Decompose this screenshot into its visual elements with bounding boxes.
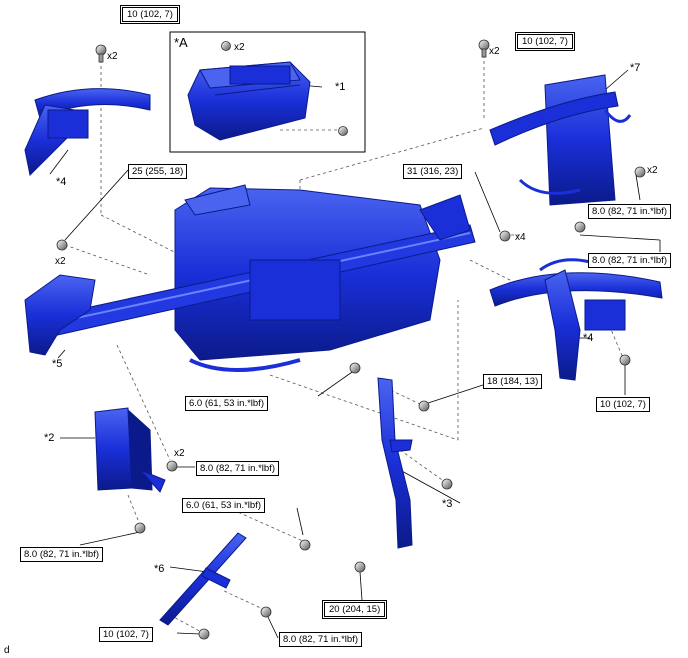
callout-2: *2: [44, 432, 55, 444]
nut-icon: [349, 362, 361, 374]
part-4-right: [489, 258, 663, 381]
torque-spec-top-right: 10 (102, 7): [515, 32, 575, 51]
quantity-middle: x2: [174, 448, 185, 459]
inset-duct-part: [187, 61, 311, 141]
inset-frame: [169, 31, 366, 153]
nut-icon: [299, 539, 311, 551]
torque-spec-10-bottom: 10 (102, 7): [99, 627, 153, 642]
callout-1: *1: [335, 81, 346, 93]
quantity-top-right: x2: [489, 46, 500, 57]
nut-icon: [56, 239, 68, 251]
bolt-icon: [260, 606, 272, 618]
torque-spec-8-middle: 8.0 (82, 71 in.*lbf): [196, 461, 279, 476]
torque-spec-20: 20 (204, 15): [322, 600, 388, 619]
part-2-module: [94, 407, 166, 493]
quantity-left: x2: [55, 256, 66, 267]
torque-spec-31: 31 (316, 23): [403, 164, 463, 179]
callout-7: *7: [630, 62, 641, 74]
part-7-unit: [489, 74, 632, 206]
callout-6: *6: [154, 563, 165, 575]
corner-mark: d: [4, 645, 10, 656]
torque-spec-8-left: 8.0 (82, 71 in.*lbf): [20, 547, 103, 562]
bolt-icon: [198, 628, 210, 640]
torque-spec-6-low: 6.0 (61, 53 in.*lbf): [182, 498, 265, 513]
torque-spec-18: 18 (184, 13): [483, 374, 543, 389]
callout-5: *5: [52, 358, 63, 370]
fasteners: [56, 39, 646, 640]
torque-spec-10-right: 10 (102, 7): [596, 397, 650, 412]
bolt-icon: [338, 126, 348, 136]
quantity-inset: x2: [234, 42, 245, 53]
nut-icon: [634, 166, 646, 178]
quantity-top-left: x2: [107, 51, 118, 62]
part-3-brace: [377, 377, 413, 549]
torque-spec-25: 25 (255, 18): [128, 164, 188, 179]
nut-icon: [166, 460, 178, 472]
quantity-right-nut: x2: [647, 165, 658, 176]
torque-spec-8-right-1: 8.0 (82, 71 in.*lbf): [588, 204, 671, 219]
bolt-icon: [441, 478, 453, 490]
torque-spec-8-right-2: 8.0 (82, 71 in.*lbf): [588, 253, 671, 268]
callout-3: *3: [442, 498, 453, 510]
bolt-icon: [95, 44, 107, 63]
main-assembly: [24, 184, 476, 372]
bolt-icon: [619, 354, 631, 366]
callout-4-top: *4: [56, 176, 67, 188]
bolt-icon: [574, 221, 586, 233]
torque-spec-top-left: 10 (102, 7): [120, 5, 180, 24]
part-4-top-left: [24, 88, 151, 177]
quantity-31: x4: [515, 232, 526, 243]
nut-icon: [221, 41, 231, 51]
callout-A: *A: [174, 35, 188, 50]
bolt-icon: [478, 39, 490, 58]
torque-spec-8-bottom: 8.0 (82, 71 in.*lbf): [279, 632, 362, 647]
bolt-icon: [134, 522, 146, 534]
callout-4-right: *4: [583, 332, 594, 344]
bolt-icon: [499, 230, 511, 242]
part-6-brace: [159, 532, 247, 626]
torque-spec-6-center: 6.0 (61, 53 in.*lbf): [185, 396, 268, 411]
bolt-icon: [418, 400, 430, 412]
solid-leaders: [49, 69, 661, 639]
bolt-icon: [354, 561, 366, 573]
